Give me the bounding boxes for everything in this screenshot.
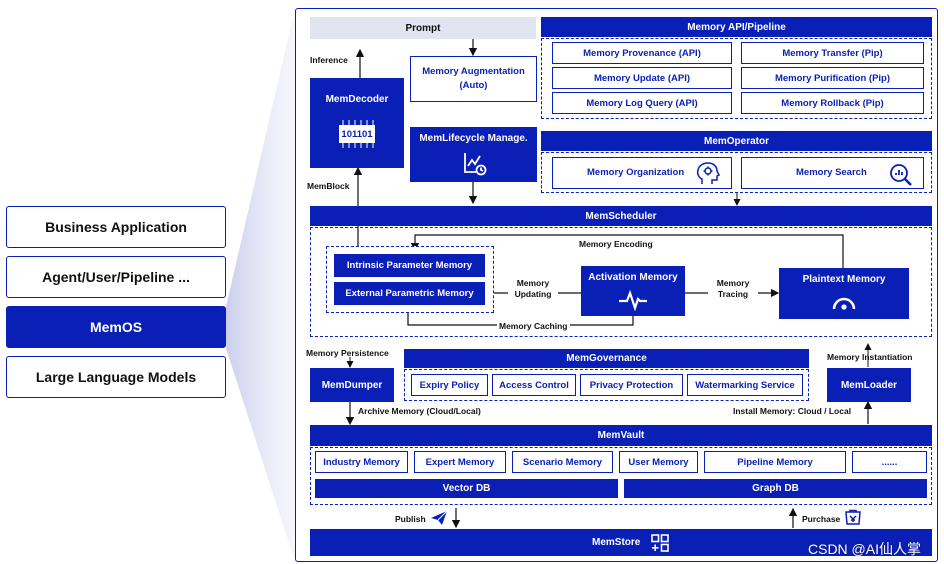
memory-persistence-label: Memory Persistence xyxy=(306,348,389,358)
api-item-log-query: Memory Log Query (API) xyxy=(552,92,732,114)
memoperator-title: MemOperator xyxy=(541,131,932,151)
memory-tracing-label: Memory Tracing xyxy=(708,278,758,300)
intrinsic-parameter-memory: Intrinsic Parameter Memory xyxy=(334,254,485,277)
paper-plane-icon xyxy=(430,510,448,526)
memgovernance-title: MemGovernance xyxy=(404,349,809,368)
csdn-watermark: CSDN @AI仙人掌 xyxy=(808,541,921,557)
memloader-block: MemLoader xyxy=(827,368,911,402)
archive-memory-label: Archive Memory (Cloud/Local) xyxy=(358,406,481,416)
memory-augmentation-box: Memory Augmentation (Auto) xyxy=(410,56,537,102)
apps-grid-icon xyxy=(650,533,670,553)
signal-icon xyxy=(831,292,857,312)
plaintext-memory-title: Plaintext Memory xyxy=(802,274,886,285)
pulse-icon xyxy=(618,289,648,312)
stack-memos: MemOS xyxy=(6,306,226,348)
projection-fan xyxy=(226,8,295,562)
memory-organization-box: Memory Organization xyxy=(552,157,732,189)
brain-gear-icon xyxy=(695,161,721,187)
vault-more: ...... xyxy=(852,451,927,473)
memlifecycle-block: MemLifecycle Manage. xyxy=(410,127,537,182)
gov-expiry-policy: Expiry Policy xyxy=(411,374,488,396)
chip-text: 101101 xyxy=(341,128,373,140)
memory-updating-label: Memory Updating xyxy=(508,278,558,300)
publish-label: Publish xyxy=(395,514,426,524)
memory-organization-label: Memory Organization xyxy=(587,167,685,178)
memblock-label: MemBlock xyxy=(307,181,350,191)
vault-user-memory: User Memory xyxy=(619,451,698,473)
memvault-group xyxy=(310,447,932,505)
plaintext-memory-block: Plaintext Memory xyxy=(779,268,909,319)
vault-industry-memory: Industry Memory xyxy=(315,451,408,473)
api-item-transfer: Memory Transfer (Pip) xyxy=(741,42,924,64)
api-item-provenance: Memory Provenance (API) xyxy=(552,42,732,64)
lifecycle-chart-icon xyxy=(462,151,488,177)
api-item-purification: Memory Purification (Pip) xyxy=(741,67,924,89)
vault-expert-memory: Expert Memory xyxy=(414,451,506,473)
prompt-bar: Prompt xyxy=(310,17,536,39)
vault-pipeline-memory: Pipeline Memory xyxy=(704,451,846,473)
gov-access-control: Access Control xyxy=(492,374,576,396)
purchase-label: Purchase xyxy=(802,514,841,524)
memory-search-box: Memory Search xyxy=(741,157,924,189)
chip-icon: 101101 xyxy=(337,120,377,148)
api-item-rollback: Memory Rollback (Pip) xyxy=(741,92,924,114)
gov-watermarking-service: Watermarking Service xyxy=(687,374,803,396)
api-item-update: Memory Update (API) xyxy=(552,67,732,89)
stack-large-language-models: Large Language Models xyxy=(6,356,226,398)
purchase-icon xyxy=(844,508,862,526)
memoperator-group xyxy=(541,152,932,193)
graph-db-bar: Graph DB xyxy=(624,479,927,498)
memdecoder-title: MemDecoder xyxy=(325,94,389,105)
vector-db-bar: Vector DB xyxy=(315,479,618,498)
memscheduler-title: MemScheduler xyxy=(310,206,932,226)
vault-scenario-memory: Scenario Memory xyxy=(512,451,613,473)
search-chart-icon xyxy=(888,162,914,188)
activation-memory-title: Activation Memory xyxy=(588,272,678,283)
memvault-title: MemVault xyxy=(310,425,932,446)
memstore-bar: MemStore xyxy=(310,529,932,556)
memlifecycle-title: MemLifecycle Manage. xyxy=(419,133,528,144)
install-memory-label: Install Memory: Cloud / Local xyxy=(733,406,852,416)
inference-label: Inference xyxy=(310,55,348,65)
memory-api-group xyxy=(541,38,932,119)
memory-api-title: Memory API/Pipeline xyxy=(541,17,932,37)
stack-business-application: Business Application xyxy=(6,206,226,248)
memory-encoding-label: Memory Encoding xyxy=(579,239,653,249)
memgovernance-group xyxy=(404,369,809,401)
memory-instantiation-label: Memory Instantiation xyxy=(827,352,913,362)
memscheduler-group xyxy=(310,227,932,337)
memdecoder-block: MemDecoder 101101 xyxy=(310,78,404,168)
memory-caching-label: Memory Caching xyxy=(497,321,570,331)
stack-agent-user-pipeline: Agent/User/Pipeline ... xyxy=(6,256,226,298)
memos-architecture-frame xyxy=(295,8,938,562)
memstore-title: MemStore xyxy=(592,537,641,548)
memory-search-label: Memory Search xyxy=(796,167,867,178)
activation-memory-block: Activation Memory xyxy=(581,266,685,316)
gov-privacy-protection: Privacy Protection xyxy=(580,374,683,396)
memdumper-block: MemDumper xyxy=(310,368,394,402)
external-parametric-memory: External Parametric Memory xyxy=(334,282,485,305)
